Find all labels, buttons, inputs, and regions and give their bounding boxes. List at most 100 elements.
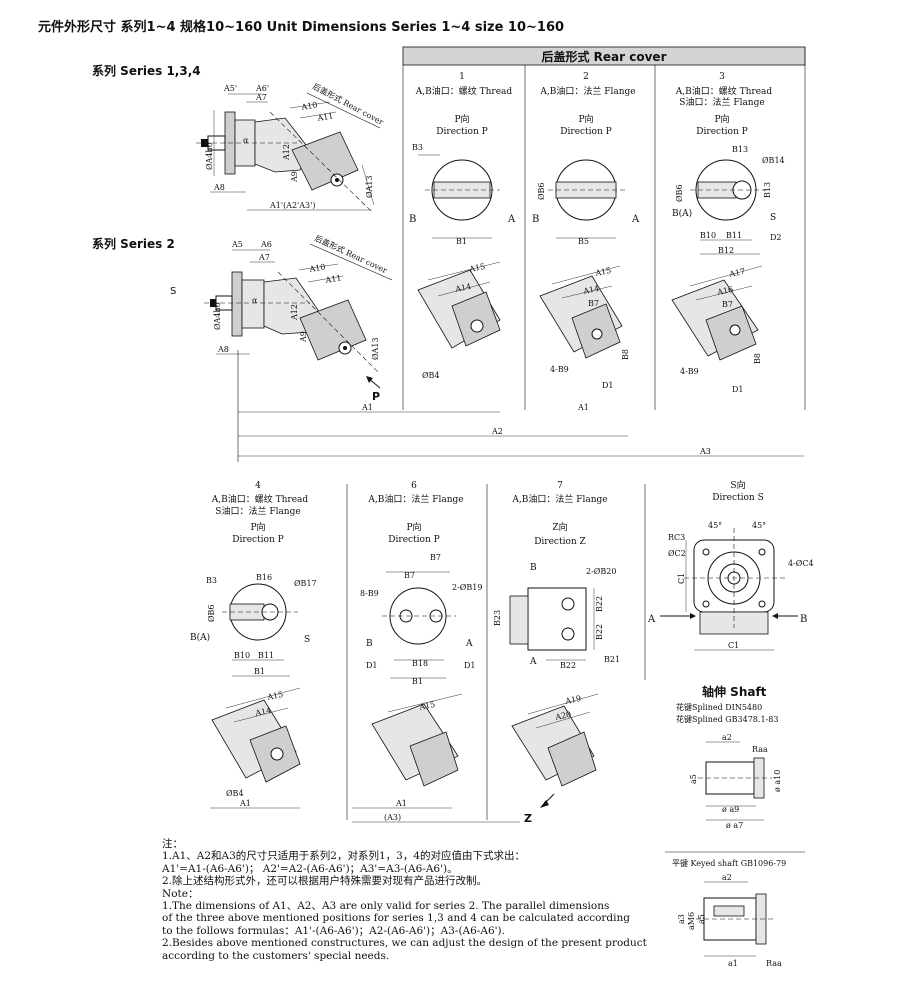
- dir-s-C1: C1: [728, 641, 739, 650]
- dim-A5p: A5': [223, 84, 237, 93]
- dir-s-en: Direction S: [712, 493, 764, 503]
- col4-dir-cn: P向: [250, 521, 265, 533]
- col4-line1: A,B油口：螺纹 Thread: [211, 493, 309, 505]
- notes-block: 注： 1.A1、A2和A3的尺寸只适用于系列2，对系列1，3，4的对应值由下式求…: [162, 838, 647, 962]
- dim-A11-top: A11: [316, 111, 334, 123]
- col4-B6: ØB6: [207, 604, 216, 622]
- col4-BA: B(A): [190, 632, 210, 643]
- col7-line1: A,B油口：法兰 Flange: [511, 493, 607, 505]
- col3-line1: A,B油口：螺纹 Thread: [675, 85, 773, 97]
- col4-num: 4: [255, 481, 261, 491]
- col3-B13: B13: [732, 145, 748, 154]
- col3-D2: D2: [770, 233, 782, 242]
- dim-A11: A11: [324, 273, 342, 285]
- col4-B11: B11: [258, 651, 274, 660]
- shaft-a3: a3: [677, 914, 686, 924]
- shaft-a9: ø a9: [722, 805, 739, 814]
- shaft-a1: a1: [728, 959, 738, 968]
- col3-B13v: B13: [763, 182, 772, 198]
- col6-B19: 2-ØB19: [452, 583, 482, 592]
- col7-B: B: [530, 563, 537, 573]
- col2-B7: B7: [588, 299, 599, 308]
- col4-line2: S油口：法兰 Flange: [215, 505, 300, 517]
- col2-num: 2: [583, 72, 589, 82]
- dim-A4h6: ØA4h6: [213, 302, 222, 330]
- col6-B18: B18: [412, 659, 428, 668]
- shaft-a5-keyed: a5: [697, 914, 706, 924]
- col3-B14: ØB14: [762, 156, 785, 165]
- col3-A16: A16: [716, 285, 734, 297]
- rear-cover-col-7: 7 A,B油口：法兰 Flange Z向 Direction Z B 2-ØB2…: [493, 481, 620, 825]
- notes-cn-1: 1.A1、A2和A3的尺寸只适用于系列2，对系列1，3，4的对应值由下式求出：: [162, 850, 526, 863]
- col7-B22v2: B22: [595, 624, 604, 640]
- shaft-splined-2: 花键Splined GB3478.1-83: [676, 714, 778, 724]
- col3-dir-cn: P向: [714, 113, 729, 125]
- shaft-splined: 轴伸 Shaft 花键Splined DIN5480 花键Splined GB3…: [676, 684, 782, 830]
- dim-A3: A3: [699, 447, 711, 456]
- col6-A1: A1: [395, 799, 407, 808]
- col3-B12: B12: [718, 246, 734, 255]
- dim-A9-top: A9: [290, 171, 299, 183]
- dim-A2: A2: [491, 427, 503, 436]
- shaft-splined-1: 花键Splined DIN5480: [676, 702, 762, 712]
- notes-en-1: 1.The dimensions of A1、A2、A3 are only va…: [162, 900, 610, 913]
- col2-A15: A15: [594, 266, 612, 278]
- col3-dir-en: Direction P: [696, 127, 747, 137]
- col4-B1: B1: [254, 667, 265, 676]
- series-134-label: 系列 Series 1,3,4: [92, 63, 201, 78]
- shaft-Ra-keyed: Raa: [766, 959, 782, 968]
- col7-B21: B21: [604, 655, 620, 664]
- col4-S: S: [304, 635, 310, 645]
- col3-B10: B10: [700, 231, 716, 240]
- col6-A: A: [465, 639, 473, 649]
- col3-B8: B8: [753, 353, 762, 364]
- col1-A14: A14: [454, 282, 472, 294]
- rear-cover-col-1: 1 A,B油口：螺纹 Thread P向 Direction P B3 B1 B…: [409, 72, 516, 380]
- col2-B: B: [532, 214, 539, 225]
- rear-cover-col-4: 4 A,B油口：螺纹 Thread S油口：法兰 Flange P向 Direc…: [190, 481, 317, 809]
- label-Z: Z: [524, 812, 532, 825]
- overall-dimensions: A1 A1 A2 A3: [237, 350, 804, 462]
- col7-B22: B22: [560, 661, 576, 670]
- label-S-left: S: [170, 286, 176, 297]
- col7-num: 7: [557, 481, 563, 491]
- col6-dir-en: Direction P: [388, 535, 439, 545]
- rear-cover-col-3: 3 A,B油口：螺纹 Thread S油口：法兰 Flange P向 Direc…: [671, 72, 785, 394]
- col6-A3p: (A3): [384, 813, 401, 822]
- dir-s-cn: S向: [730, 479, 745, 491]
- col2-dir-en: Direction P: [560, 127, 611, 137]
- col2-D1: D1: [602, 381, 614, 390]
- pump-series-2: S A5 A6 A7 A8 ØA4h6 α A10 A11 A12 A9 ØA1…: [170, 233, 393, 403]
- col4-dir-en: Direction P: [232, 535, 283, 545]
- dim-A1-main: A1: [361, 403, 373, 412]
- col3-D1: D1: [732, 385, 744, 394]
- col2-line1: A,B油口：法兰 Flange: [539, 85, 635, 97]
- notes-cn-1b: A1'=A1-(A6-A6')； A2'=A2-(A6-A6')；A3'=A3-…: [162, 862, 458, 875]
- col2-A: A: [631, 214, 640, 225]
- col7-dir-en: Direction Z: [534, 537, 586, 547]
- shaft-a2: a2: [722, 733, 732, 742]
- col1-B: B: [409, 214, 416, 225]
- col6-A15: A15: [418, 700, 436, 712]
- col4-B10: B10: [234, 651, 250, 660]
- dim-alpha: α: [252, 296, 258, 305]
- col2-dir-cn: P向: [578, 113, 593, 125]
- dim-A6p: A6': [255, 84, 269, 93]
- dir-s-C1-v: C1: [677, 573, 686, 584]
- label-P: P: [372, 390, 380, 403]
- dim-A7: A7: [258, 253, 270, 262]
- dim-A6: A6: [260, 240, 272, 249]
- col3-line2: S油口：法兰 Flange: [679, 96, 764, 108]
- notes-cn-2: 2.除上述结构形式外，还可以根据用户特殊需要对现有产品进行改制。: [162, 875, 488, 888]
- dim-A8-top: A8: [213, 183, 225, 192]
- col4-B17: ØB17: [294, 579, 317, 588]
- shaft-aM6: aM6: [687, 912, 696, 930]
- dir-s-A: A: [647, 614, 656, 625]
- col7-B20: 2-ØB20: [586, 567, 616, 576]
- col4-B3: B3: [206, 576, 217, 585]
- col6-line1: A,B油口：法兰 Flange: [367, 493, 463, 505]
- col7-A19: A19: [564, 694, 582, 706]
- shaft-a10: ø a10: [773, 770, 782, 792]
- col6-dir-cn: P向: [406, 521, 421, 533]
